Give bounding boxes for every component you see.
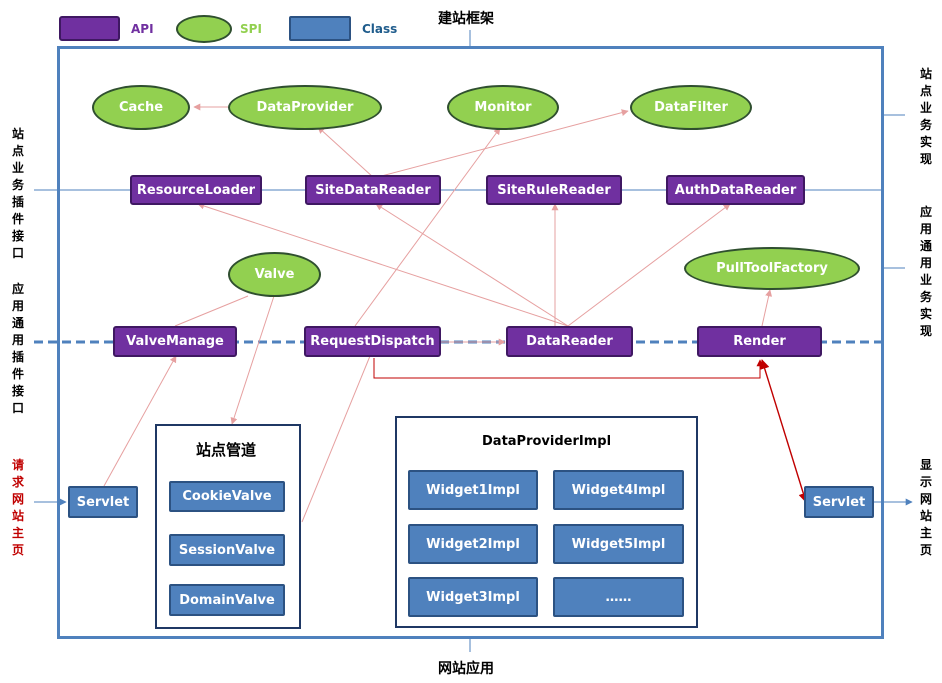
legend-spi-swatch <box>176 15 232 43</box>
widget4-impl: Widget4Impl <box>553 470 684 510</box>
monitor-spi: Monitor <box>447 85 559 130</box>
auth-data-reader-api: AuthDataReader <box>666 175 805 205</box>
render-api: Render <box>697 326 822 357</box>
site-rule-reader-api: SiteRuleReader <box>486 175 622 205</box>
data-reader-api: DataReader <box>506 326 633 357</box>
application-title: 网站应用 <box>438 661 494 677</box>
label-common-business-impl: 应用通用业务实现 <box>919 205 932 338</box>
resource-loader-api: ResourceLoader <box>130 175 262 205</box>
servlet-left: Servlet <box>68 486 138 518</box>
label-request-homepage: 请求网站主页 <box>11 458 24 557</box>
data-provider-spi: DataProvider <box>228 85 382 130</box>
session-valve: SessionValve <box>169 534 285 566</box>
legend-api-label: API <box>131 22 154 36</box>
domain-valve: DomainValve <box>169 584 285 616</box>
cache-spi: Cache <box>92 85 190 130</box>
data-filter-spi: DataFilter <box>630 85 752 130</box>
label-site-business-impl: 站点业务实现 <box>919 67 932 166</box>
valve-spi: Valve <box>228 252 321 297</box>
legend-api-swatch <box>59 16 120 41</box>
pull-tool-factory-spi: PullToolFactory <box>684 247 860 290</box>
widget2-impl: Widget2Impl <box>408 524 538 564</box>
framework-frame <box>57 46 884 639</box>
data-provider-impl-title: DataProviderImpl <box>482 434 612 449</box>
request-dispatch-api: RequestDispatch <box>304 326 441 357</box>
label-display-homepage: 显示网站主页 <box>919 458 932 557</box>
framework-title: 建站框架 <box>438 11 494 27</box>
more-widgets: …… <box>553 577 684 617</box>
servlet-right: Servlet <box>804 486 874 518</box>
widget1-impl: Widget1Impl <box>408 470 538 510</box>
label-common-plugin-interface: 应用通用插件接口 <box>11 282 24 415</box>
widget3-impl: Widget3Impl <box>408 577 538 617</box>
site-data-reader-api: SiteDataReader <box>305 175 441 205</box>
label-site-business-interface: 站点业务插件接口 <box>11 127 24 260</box>
cookie-valve: CookieValve <box>169 481 285 512</box>
valve-manage-api: ValveManage <box>113 326 237 357</box>
legend-class-label: Class <box>362 22 398 36</box>
widget5-impl: Widget5Impl <box>553 524 684 564</box>
site-pipeline-title: 站点管道 <box>196 441 257 459</box>
legend-spi-label: SPI <box>240 22 262 36</box>
legend-class-swatch <box>289 16 351 41</box>
